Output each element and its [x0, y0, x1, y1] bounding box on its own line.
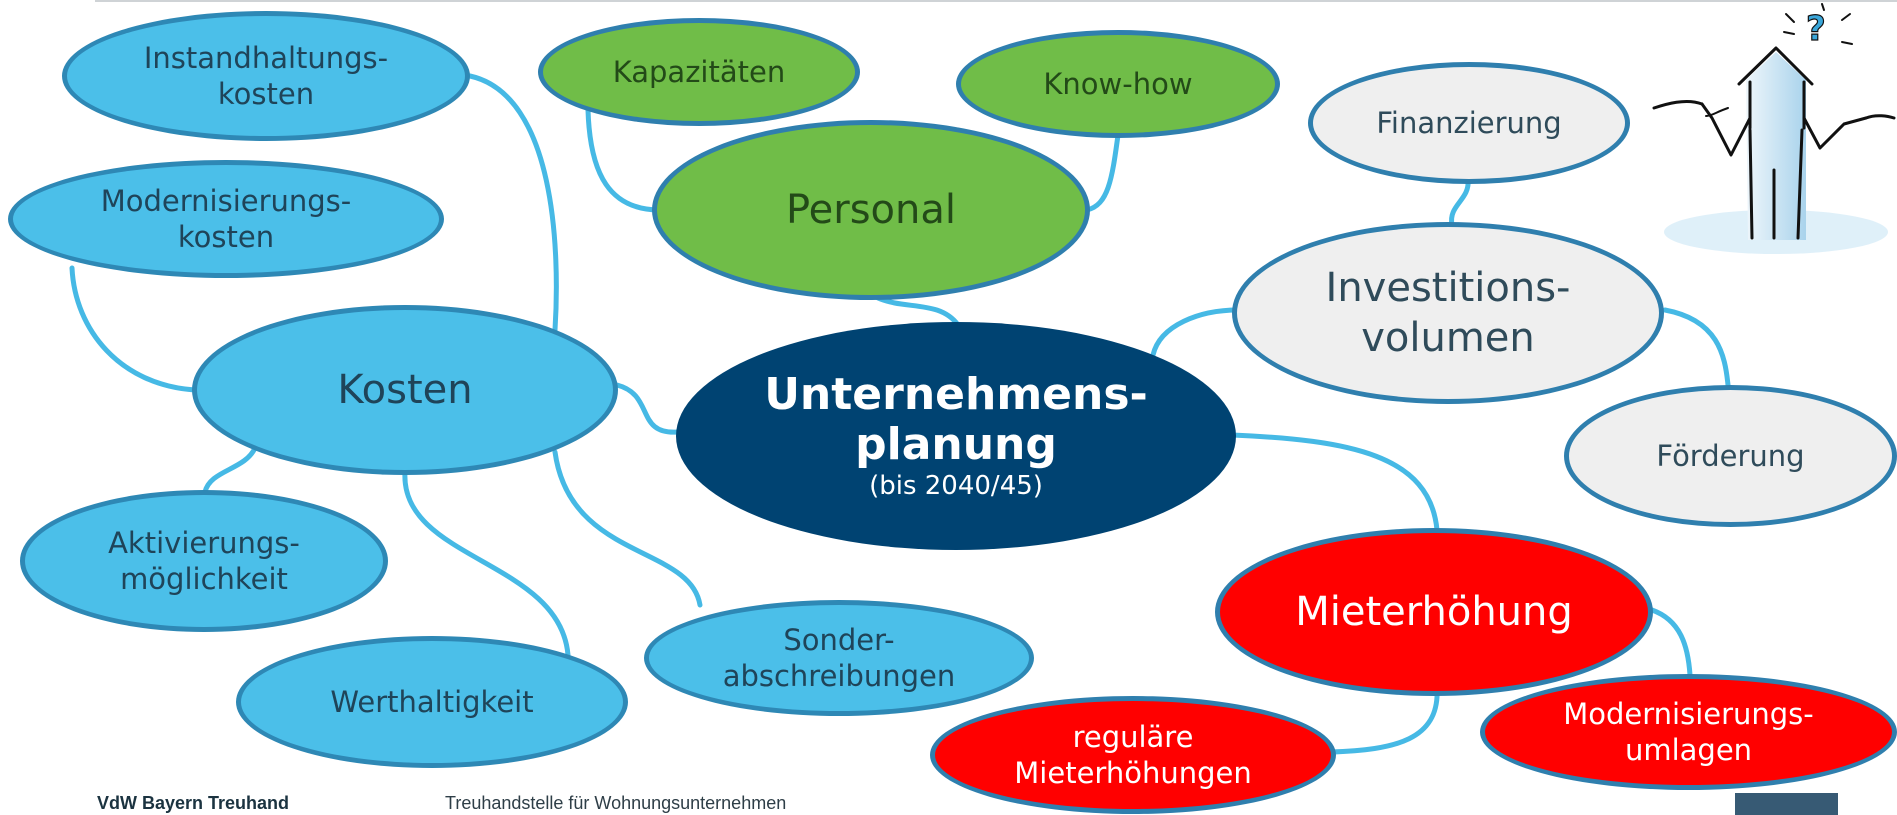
node-foerderung-label: Förderung — [1656, 438, 1805, 473]
node-aktivierungsmoeglichkeit-line-1: Aktivierungs- — [108, 525, 300, 560]
footer-tagline: Treuhandstelle für Wohnungsunternehmen — [445, 793, 787, 813]
link-foerderung — [1662, 307, 1731, 388]
question-mark-glyph: ? — [1806, 9, 1826, 49]
link-miete-core — [1229, 432, 1440, 533]
node-aktivierungsmoeglichkeit-line-2: möglichkeit — [120, 562, 288, 596]
node-regulaere-mieterhoehungen: reguläre Mieterhöhungen — [930, 696, 1336, 814]
node-sonderabschreibungen-line-2: abschreibungen — [722, 659, 956, 693]
core-title-line-2: planung — [855, 419, 1057, 471]
node-regulaere-mieterhoehungen-line-1: reguläre — [1072, 719, 1194, 754]
node-modernisierungskosten-line-2: kosten — [177, 220, 275, 254]
node-investitionsvolumen: Investitions- volumen — [1232, 222, 1664, 404]
node-investitionsvolumen-line-2: volumen — [1361, 315, 1535, 361]
node-knowhow-label: Know-how — [1043, 66, 1193, 101]
node-werthaltigkeit-label: Werthaltigkeit — [330, 684, 534, 719]
node-kapazitaeten-label: Kapazitäten — [612, 54, 786, 89]
node-sonderabschreibungen: Sonder- abschreibungen — [644, 600, 1034, 716]
link-regulaer — [1327, 685, 1440, 755]
question-mark-icon: ? — [1783, 3, 1853, 50]
link-modernisierung — [69, 265, 198, 393]
node-personal-label: Personal — [785, 187, 957, 233]
node-modernisierungskosten-line-1: Modernisierungs- — [100, 183, 352, 218]
node-personal: Personal — [652, 120, 1090, 300]
node-instandhaltungskosten-line-1: Instandhaltungs- — [143, 40, 389, 75]
link-personal-core — [875, 295, 961, 328]
footer-company-name: VdW Bayern Treuhand — [97, 793, 290, 813]
thinking-person-house-icon: ? — [1652, 3, 1896, 254]
link-instandhaltung — [467, 73, 559, 333]
link-sonder — [552, 449, 703, 608]
node-unternehmensplanung: Unternehmens- planung (bis 2040/45) — [676, 322, 1236, 550]
node-werthaltigkeit: Werthaltigkeit — [236, 636, 628, 768]
node-knowhow: Know-how — [956, 30, 1280, 138]
link-umlagen — [1649, 607, 1693, 678]
node-modernisierungsumlagen-line-2: umlagen — [1624, 733, 1753, 767]
node-regulaere-mieterhoehungen-line-2: Mieterhöhungen — [1014, 756, 1252, 790]
node-mieterhoehung: Mieterhöhung — [1215, 528, 1653, 696]
node-kosten-label: Kosten — [337, 367, 473, 413]
node-modernisierungsumlagen-line-1: Modernisierungs- — [1563, 696, 1814, 731]
footer-color-block — [1735, 793, 1838, 815]
link-werthaltigkeit — [402, 469, 571, 658]
link-finanzierung — [1449, 177, 1471, 228]
node-foerderung: Förderung — [1564, 385, 1897, 527]
core-title-line-1: Unternehmens- — [764, 369, 1148, 421]
link-kosten-core — [614, 382, 681, 435]
node-mieterhoehung-label: Mieterhöhung — [1295, 589, 1573, 635]
node-finanzierung: Finanzierung — [1308, 62, 1630, 184]
link-knowhow — [1084, 132, 1121, 213]
node-aktivierungsmoeglichkeit: Aktivierungs- möglichkeit — [20, 490, 388, 632]
node-modernisierungsumlagen: Modernisierungs- umlagen — [1480, 674, 1897, 790]
node-modernisierungskosten: Modernisierungs- kosten — [8, 160, 444, 278]
core-subtitle: (bis 2040/45) — [869, 470, 1043, 501]
link-investition-core — [1150, 307, 1241, 358]
node-sonderabschreibungen-line-1: Sonder- — [783, 622, 895, 657]
node-finanzierung-label: Finanzierung — [1376, 105, 1562, 140]
link-aktivierung — [202, 445, 258, 495]
node-investitionsvolumen-line-1: Investitions- — [1325, 265, 1571, 311]
link-kapazitaeten — [585, 107, 663, 213]
node-instandhaltungskosten-line-2: kosten — [217, 77, 315, 111]
top-divider — [95, 0, 1897, 2]
node-kosten: Kosten — [192, 305, 618, 475]
node-instandhaltungskosten: Instandhaltungs- kosten — [62, 11, 470, 141]
node-kapazitaeten: Kapazitäten — [538, 18, 860, 126]
